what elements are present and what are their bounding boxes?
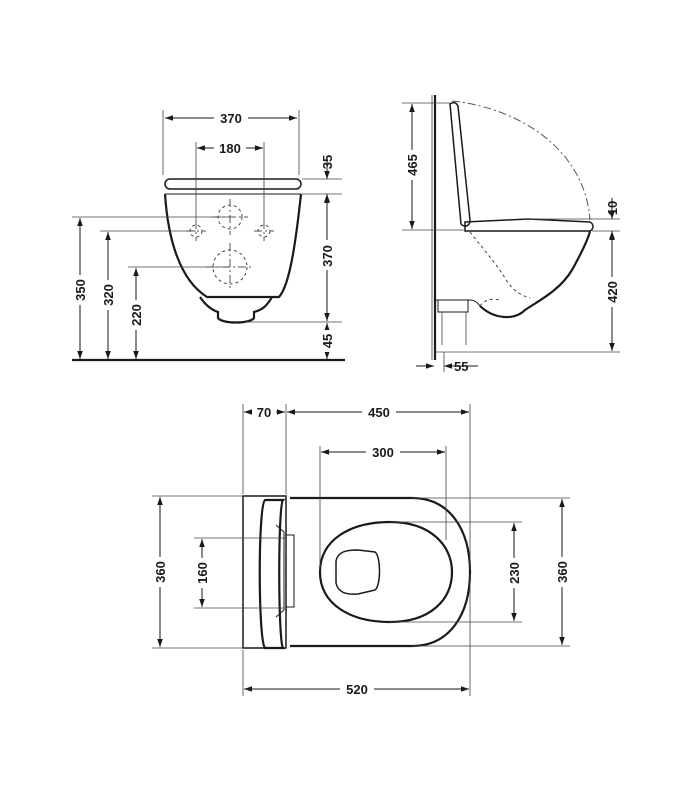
dim-body-height: 370: [320, 245, 335, 267]
dim-seat-thickness: 10: [605, 201, 620, 215]
dim-overall-width: 370: [220, 111, 242, 126]
bowl-opening: [318, 520, 454, 624]
front-extension-lines: [72, 110, 342, 323]
dim-outlet-height: 220: [129, 304, 144, 326]
dim-seat-offset: 35: [320, 155, 335, 169]
side-view: 465 10 420 55: [402, 95, 620, 374]
dim-bottom-clearance: 45: [320, 334, 335, 348]
lid-swing-arc: [451, 100, 591, 221]
top-view: 70 450 300 360 160 230 360 520: [152, 404, 570, 697]
dim-rim-height: 420: [605, 281, 620, 303]
dim-lid-height: 465: [405, 154, 420, 176]
seat-hinge: [258, 498, 286, 650]
front-view: 370 180 35 370 45 350 320 220: [72, 109, 345, 362]
bowl-outer-rim: [290, 496, 472, 648]
front-toilet-outline: [163, 178, 303, 324]
dim-overall-width-right: 360: [555, 561, 570, 583]
dim-bowl-length: 450: [368, 405, 390, 420]
dim-inlet-height: 350: [73, 279, 88, 301]
lowered-seat: [464, 218, 594, 232]
dim-bolt-height: 320: [101, 284, 116, 306]
dim-bolt-spacing: 180: [219, 141, 241, 156]
dim-flange-depth: 70: [257, 405, 271, 420]
dim-opening-width: 230: [507, 562, 522, 584]
dim-overall-length: 520: [346, 682, 368, 697]
dim-top-bolt-spacing: 160: [195, 562, 210, 584]
side-bowl: [479, 230, 592, 319]
raised-lid: [449, 101, 471, 227]
dim-overall-width-left: 360: [153, 561, 168, 583]
drain-outlet: [335, 549, 381, 595]
dim-wall-offset: 55: [454, 359, 468, 374]
front-dimension-lines: [77, 115, 330, 359]
front-bolt-holes: [186, 199, 274, 291]
dim-opening-length: 300: [372, 445, 394, 460]
